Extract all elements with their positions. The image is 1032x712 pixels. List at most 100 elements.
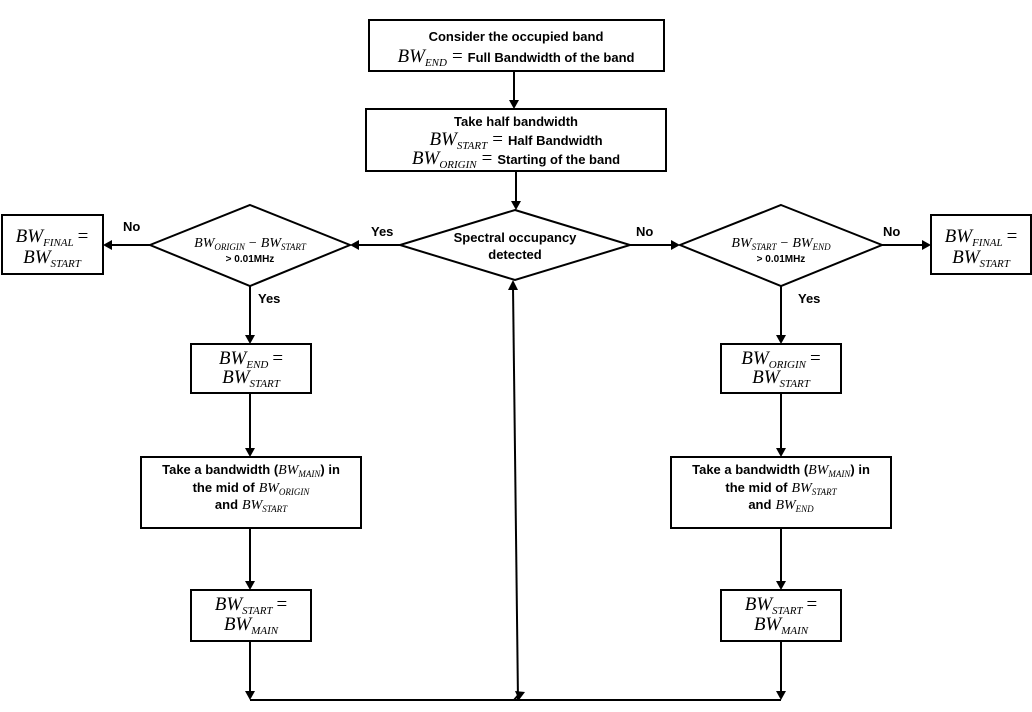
arrowhead (245, 691, 255, 700)
math-base: BW (741, 348, 771, 369)
arrowhead (776, 581, 786, 590)
node-right-decision-diamond (677, 203, 885, 288)
consider-line1: Consider the occupied band (429, 29, 604, 44)
math-operator: = (277, 594, 288, 615)
math-base: BW (215, 594, 245, 615)
right-assign-line2: BWSTART (752, 367, 811, 390)
spectral-line1: Spectral occupancy (454, 230, 578, 245)
left-mid-line1: Take a bandwidth (BWMAIN) in (162, 462, 340, 479)
half-text1: Half Bandwidth (508, 133, 603, 148)
right-mid-line3-pre: and (748, 497, 771, 512)
left-final-line1: BWFINAL= (16, 226, 89, 249)
right-final-line1: BWFINAL= (945, 226, 1018, 249)
math-subscript: START (980, 258, 1011, 270)
node-left-update-box (190, 589, 312, 642)
math-operator: = (78, 226, 89, 247)
left-update-line1: BWSTART= (215, 594, 288, 617)
node-consider-band-box (368, 19, 665, 72)
math-base: BW (775, 498, 797, 513)
math-base: BW (731, 236, 753, 251)
arrowhead (245, 335, 255, 344)
node-right-mid-box (670, 456, 892, 529)
math-subscript: MAIN (827, 469, 851, 479)
math-subscript: MAIN (250, 625, 279, 637)
right-mid-line3: and BWEND (748, 497, 814, 514)
arrowhead (508, 280, 518, 290)
math-subscript: END (812, 242, 832, 252)
half-line2: BWSTART=Half Bandwidth (429, 129, 602, 152)
math-operator: = (1007, 226, 1018, 247)
edges (103, 71, 931, 701)
label-spectral-no: No (636, 224, 653, 239)
math-subscript: END (795, 504, 815, 514)
math-subscript: ORIGIN (214, 242, 245, 252)
node-right-final-box (930, 214, 1032, 275)
math-subscript: START (812, 487, 838, 497)
math-base: BW (754, 614, 784, 635)
math-base: BW (398, 46, 428, 67)
left-final-line2: BWSTART (23, 247, 82, 270)
left-mid-line1-pre: Take a bandwidth ( (162, 462, 279, 477)
math-subscript: ORIGIN (439, 159, 477, 171)
node-left-decision: BWORIGIN−BWSTART > 0.01MHz (147, 203, 353, 288)
left-assign-line1: BWEND= (219, 348, 283, 371)
math-base: BW (412, 148, 442, 169)
math-operator: = (810, 348, 821, 369)
right-decision-threshold: > 0.01MHz (757, 254, 806, 265)
arrowhead (671, 240, 680, 250)
consider-text: Full Bandwidth of the band (468, 50, 635, 65)
math-base: BW (261, 236, 283, 251)
node-right-update-box (720, 589, 842, 642)
math-subscript: END (424, 57, 447, 69)
right-mid-line1-post: ) in (850, 462, 870, 477)
node-left-assign: BWEND= BWSTART (190, 343, 312, 394)
node-left-mid-box (140, 456, 362, 529)
math-subscript: START (250, 378, 281, 390)
spectral-line2: detected (488, 247, 542, 262)
right-decision-expression: BWSTART−BWEND (731, 236, 831, 252)
consider-line2: BWEND=Full Bandwidth of the band (398, 46, 635, 69)
math-operator: − (780, 236, 788, 251)
left-assign-line2: BWSTART (222, 367, 281, 390)
node-spectral-decision: Spectral occupancy detected (396, 208, 634, 282)
half-line3: BWORIGIN=Starting of the band (412, 148, 620, 171)
math-base: BW (808, 463, 830, 478)
node-spectral-decision-diamond (396, 208, 634, 282)
math-base: BW (222, 367, 252, 388)
arrowhead (509, 100, 519, 109)
node-left-final-box (1, 214, 104, 275)
math-operator: = (482, 148, 493, 169)
math-base: BW (792, 481, 814, 496)
edge-loop-back-to-spectral (512, 286, 519, 701)
right-mid-line2-pre: the mid of (725, 480, 788, 495)
math-subscript: MAIN (297, 469, 321, 479)
node-right-final: BWFINAL= BWSTART (930, 214, 1032, 275)
math-base: BW (194, 236, 216, 251)
math-subscript: START (780, 378, 811, 390)
math-subscript: MAIN (780, 625, 809, 637)
arrowhead (776, 448, 786, 457)
left-mid-line3-pre: and (215, 497, 238, 512)
math-subscript: START (281, 242, 307, 252)
left-mid-line2-pre: the mid of (193, 480, 256, 495)
arrowhead (515, 691, 525, 700)
label-left-yes: Yes (258, 291, 280, 306)
math-operator: = (807, 594, 818, 615)
node-half-bandwidth-box (365, 108, 667, 172)
node-left-update: BWSTART= BWMAIN (190, 589, 312, 642)
arrowhead (245, 581, 255, 590)
math-subscript: ORIGIN (769, 359, 807, 371)
arrowhead (511, 201, 521, 210)
math-base: BW (752, 367, 782, 388)
half-line1: Take half bandwidth (454, 114, 578, 129)
math-subscript: START (457, 140, 488, 152)
left-update-line2: BWMAIN (224, 614, 279, 637)
math-base: BW (23, 247, 53, 268)
node-half-bandwidth: Take half bandwidth BWSTART=Half Bandwid… (365, 108, 667, 172)
label-left-no: No (123, 219, 140, 234)
